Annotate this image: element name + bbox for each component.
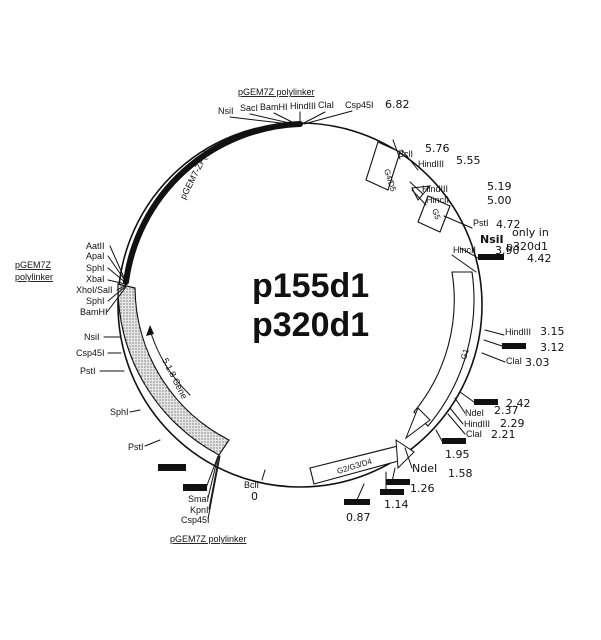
polylinker-top-title: pGEM7Z polylinker: [238, 87, 315, 97]
left-sites: AatII ApaI SphI XbaI XhoI/SalI SphI BamH…: [76, 241, 161, 452]
svg-text:SphI: SphI: [86, 263, 105, 273]
svg-text:4.42: 4.42: [527, 252, 552, 265]
map-title-2: p320d1: [252, 306, 369, 344]
svg-text:PstI: PstI: [473, 218, 489, 228]
map-title-1: p155d1: [252, 267, 369, 305]
polylinker-bottom-title: pGEM7Z polylinker: [170, 534, 247, 544]
svg-text:Csp45I: Csp45I: [181, 515, 210, 525]
vector-arc: [123, 121, 303, 285]
site-bcli-0-pos: 0: [251, 490, 258, 503]
gene-box-g1: G1: [404, 271, 475, 440]
polylinker-left-title-2: polylinker: [15, 272, 53, 282]
svg-text:ClaI: ClaI: [318, 100, 334, 110]
gene-label-g1: G1: [459, 347, 471, 360]
svg-text:p320d1: p320d1: [506, 240, 548, 253]
svg-text:SphI: SphI: [86, 296, 105, 306]
polylinker-left-title: pGEM7Z: [15, 260, 52, 270]
svg-text:XbaI: XbaI: [86, 274, 105, 284]
svg-text:NsiI: NsiI: [84, 332, 100, 342]
svg-text:AatII: AatII: [86, 241, 105, 251]
svg-text:ClaI: ClaI: [466, 429, 482, 439]
gene-box-g4d5: G4/D5: [365, 141, 401, 193]
svg-text:BamHI: BamHI: [80, 307, 108, 317]
gene-box-g2g3d4: G2/G3/D4: [309, 439, 415, 485]
gene-arrow-g4d5: [411, 185, 432, 201]
svg-text:0.87: 0.87: [346, 511, 371, 524]
svg-text:5.76: 5.76: [425, 142, 450, 155]
svg-text:NsiI: NsiI: [480, 233, 504, 246]
svg-text:HindIII: HindIII: [422, 184, 448, 194]
svg-text:ApaI: ApaI: [86, 251, 105, 261]
site-bcli-0: BclI: [244, 480, 259, 490]
svg-text:HindIII: HindIII: [505, 327, 531, 337]
svg-text:1.26: 1.26: [410, 482, 435, 495]
bottom-left-sites: SmaI KpnI Csp45I: [158, 455, 221, 525]
svg-text:1.58: 1.58: [448, 467, 473, 480]
svg-text:KpnI: KpnI: [190, 505, 209, 515]
svg-text:only in: only in: [512, 226, 549, 239]
svg-text:2.42: 2.42: [506, 397, 531, 410]
svg-text:PstI: PstI: [128, 442, 144, 452]
svg-text:5.19: 5.19: [487, 180, 512, 193]
svg-text:Csp45I: Csp45I: [76, 348, 105, 358]
right-sites: BclI 5.76 HindIII 5.55 HindIII 5.19 Hinc…: [344, 139, 565, 524]
svg-text:HindIII: HindIII: [290, 101, 316, 111]
svg-text:3.15: 3.15: [540, 325, 565, 338]
svg-text:HindIII: HindIII: [418, 159, 444, 169]
polylinker-top-sites: NsiI SacI BamHI HindIII ClaI Csp45I 6.82: [218, 98, 410, 126]
svg-text:1.95: 1.95: [445, 448, 470, 461]
svg-text:3.90: 3.90: [495, 244, 520, 257]
svg-text:4.72: 4.72: [496, 218, 521, 231]
svg-text:3.12: 3.12: [540, 341, 565, 354]
svg-text:HindIII: HindIII: [464, 419, 490, 429]
svg-text:2.37: 2.37: [494, 404, 519, 417]
svg-text:NdeI: NdeI: [412, 462, 437, 475]
svg-text:SmaI: SmaI: [188, 494, 209, 504]
gene-label-g5: G5: [430, 208, 442, 222]
svg-text:5.55: 5.55: [456, 154, 481, 167]
svg-text:5.00: 5.00: [487, 194, 512, 207]
svg-text:1.14: 1.14: [384, 498, 409, 511]
svg-text:PstI: PstI: [80, 366, 96, 376]
svg-text:ClaI: ClaI: [506, 356, 522, 366]
svg-text:3.03: 3.03: [525, 356, 550, 369]
svg-text:SphI: SphI: [110, 407, 129, 417]
svg-text:NsiI: NsiI: [218, 106, 234, 116]
insert-arrow: [149, 329, 191, 396]
svg-text:NdeI: NdeI: [465, 408, 484, 418]
plasmid-backbone: [117, 122, 483, 488]
svg-text:2.29: 2.29: [500, 417, 525, 430]
polylinker-top-pos: 6.82: [385, 98, 410, 111]
svg-text:BamHI: BamHI: [260, 102, 288, 112]
svg-text:HincII: HincII: [426, 195, 449, 205]
svg-text:2.21: 2.21: [491, 428, 516, 441]
svg-text:XhoI/SalI: XhoI/SalI: [76, 285, 113, 295]
svg-text:SacI: SacI: [240, 103, 258, 113]
svg-text:Csp45I: Csp45I: [345, 100, 374, 110]
